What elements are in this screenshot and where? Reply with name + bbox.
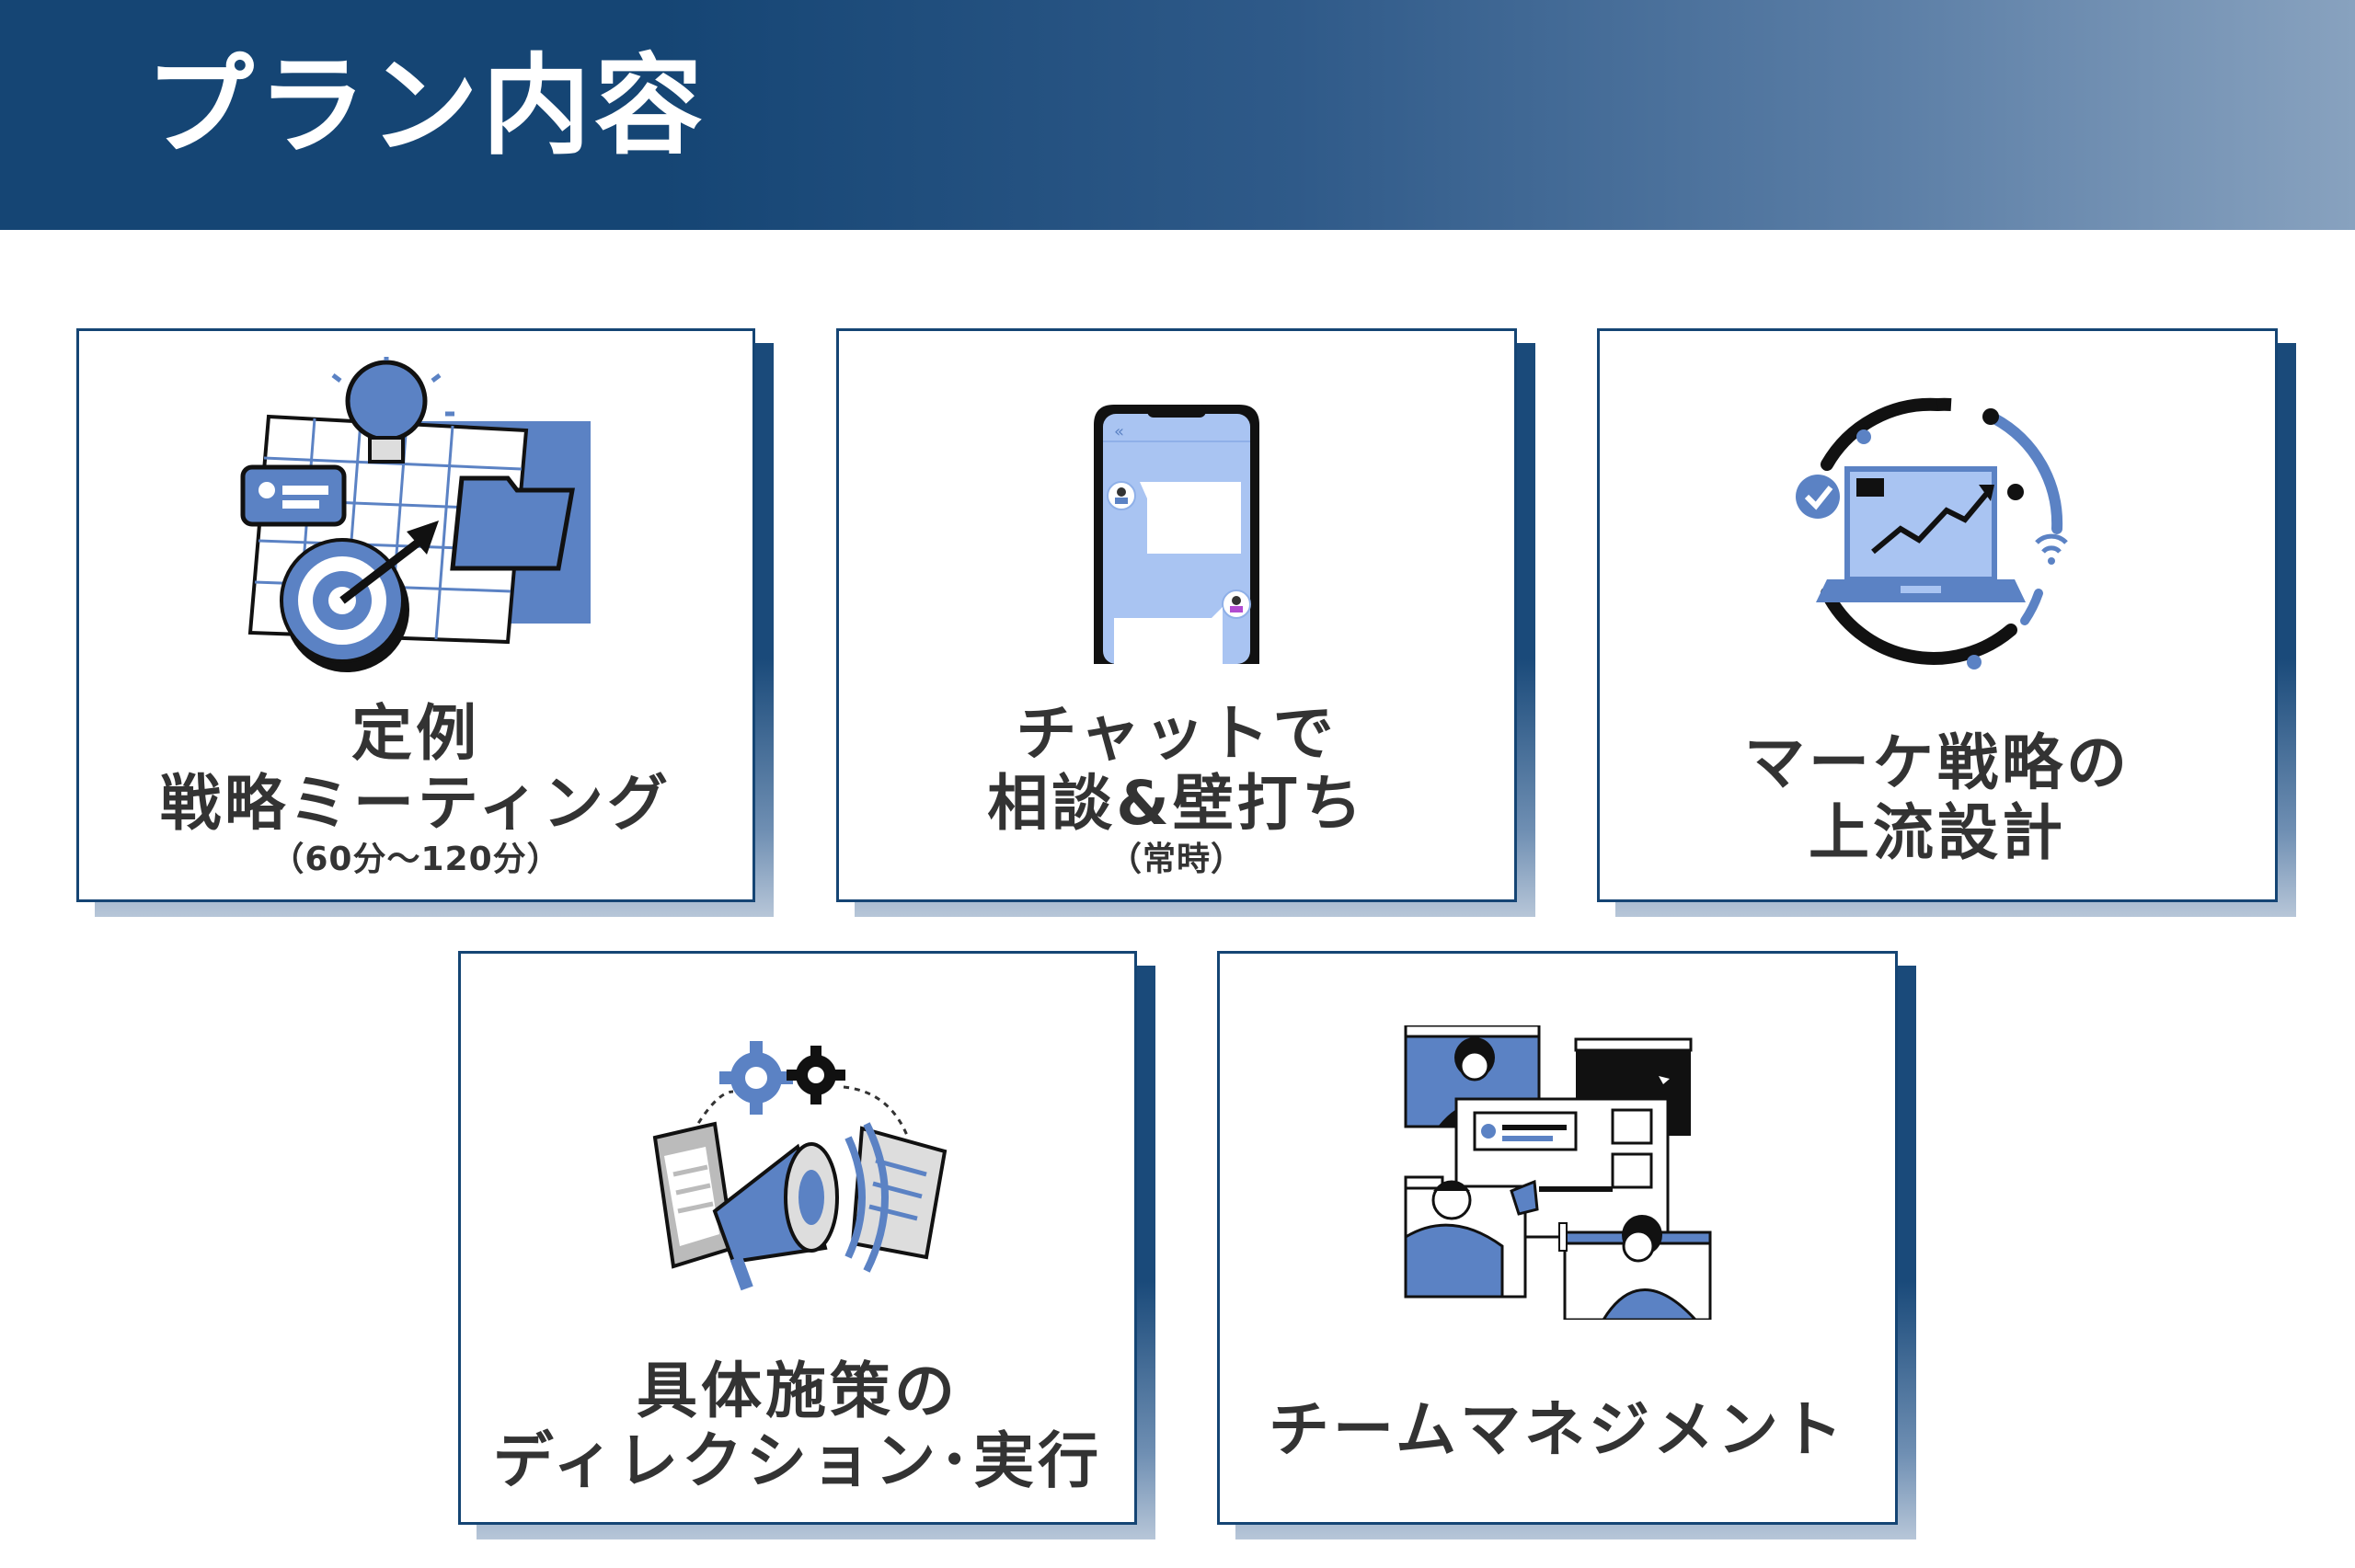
card-label: チームマネジメント [1220,1395,1895,1465]
smartphone-chat-icon: « [1094,405,1259,664]
card-body: 具体施策の ディレクション･実行 [458,951,1137,1525]
header-banner: プラン内容 [0,0,2355,230]
card-note: （60分〜120分） [270,841,561,878]
card-line1: チャットで [1016,698,1338,769]
card-body: マーケ戦略の 上流設計 [1597,328,2278,902]
card-body: チームマネジメント [1217,951,1898,1525]
card-label: マーケ戦略の 上流設計 [1600,728,2275,868]
card-line2: 戦略ミーティング [159,768,672,839]
card-note: （常時） [1108,841,1245,878]
plan-card-strategy: マーケ戦略の 上流設計 [1597,328,2296,917]
card-line1: マーケ戦略の [1744,727,2131,798]
megaphone-gears-icon [652,1041,948,1291]
plan-card-direction: 具体施策の ディレクション･実行 [458,951,1155,1539]
card-body: 定例 戦略ミーティング （60分〜120分） [76,328,755,902]
laptop-growth-icon [1796,397,2068,670]
team-collaboration-icon [1404,1025,1712,1320]
page-title: プラン内容 [145,42,707,169]
card-line2: 上流設計 [1809,797,2066,868]
card-label: チャットで 相談&壁打ち （常時） [839,699,1514,881]
card-line2: ディレクション･実行 [492,1425,1103,1496]
svg-text:«: « [1114,422,1124,441]
card-line1: 具体施策の [637,1356,959,1426]
card-line1: チームマネジメント [1268,1394,1847,1465]
card-line1: 定例 [351,698,480,769]
plan-card-meeting: 定例 戦略ミーティング （60分〜120分） [76,328,774,917]
card-body: « チャットで 相談&壁打ち （常時） [836,328,1517,902]
plan-card-team: チームマネジメント [1217,951,1916,1539]
target-strategy-icon [240,357,591,672]
card-label: 定例 戦略ミーティング （60分〜120分） [79,699,752,881]
card-label: 具体施策の ディレクション･実行 [461,1356,1134,1496]
plan-card-chat: « チャットで 相談&壁打ち （常時） [836,328,1535,917]
card-line2: 相談&壁打ち [987,768,1366,839]
